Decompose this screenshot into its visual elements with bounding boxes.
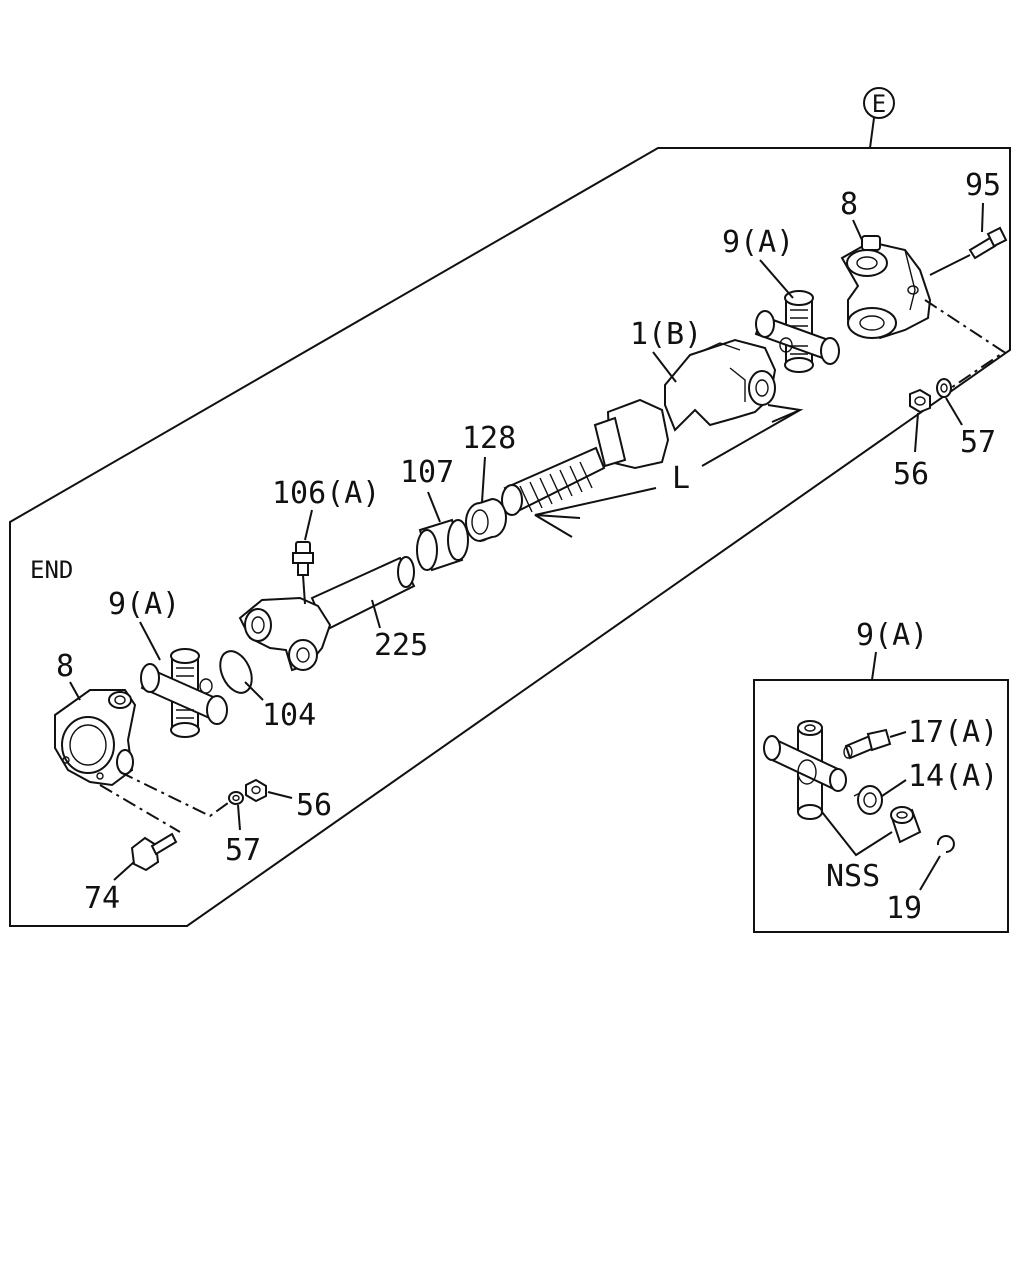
washer-57-right — [936, 378, 952, 398]
inset-cross-spider — [763, 720, 847, 820]
part-74-label: 74 — [84, 881, 120, 916]
part-14a-label: 14(A) — [908, 759, 998, 794]
bolt-74 — [130, 832, 178, 872]
dimension-l-label: L — [672, 461, 690, 496]
universal-joint-right — [754, 290, 840, 373]
inset-title-label: 9(A) — [856, 618, 928, 653]
part-1b-label: 1(B) — [630, 317, 702, 352]
assembly-frame — [9, 147, 1011, 927]
part-106a-label: 106(A) — [272, 476, 380, 511]
snap-ring-19 — [936, 835, 955, 853]
oring-104 — [219, 650, 253, 694]
part-104-label: 104 — [262, 698, 316, 733]
part-8-left-label: 8 — [56, 649, 74, 684]
universal-joint-left — [140, 648, 228, 738]
length-dimension — [534, 404, 804, 538]
bolt-95 — [968, 226, 1008, 260]
part-107-label: 107 — [400, 455, 454, 490]
part-57-left-label: 57 — [225, 833, 261, 868]
seal-14a — [853, 785, 883, 815]
inset-frame — [753, 679, 1009, 933]
slip-yoke-1b — [664, 338, 777, 432]
grease-fitting-17a — [843, 728, 892, 760]
part-9a-right-label: 9(A) — [722, 225, 794, 260]
nss-label: NSS — [826, 859, 880, 894]
part-95-label: 95 — [965, 168, 1001, 203]
grease-fitting-106a — [292, 541, 314, 576]
part-8-right-label: 8 — [840, 187, 858, 222]
splined-shaft — [501, 398, 670, 516]
part-128-label: 128 — [462, 421, 516, 456]
bearing-cup — [890, 806, 922, 844]
part-19-label: 19 — [886, 891, 922, 926]
tube-yoke-left — [238, 596, 332, 672]
seal-128 — [465, 497, 507, 542]
part-56-right-label: 56 — [893, 457, 929, 492]
section-ref-callout: E — [863, 87, 895, 149]
part-17a-label: 17(A) — [908, 715, 998, 750]
part-57-right-label: 57 — [960, 425, 996, 460]
flange-yoke-left — [54, 689, 137, 787]
part-225-label: 225 — [374, 628, 428, 663]
nut-56-right — [909, 388, 931, 414]
sleeve-107 — [416, 518, 469, 572]
section-ref-label: E — [872, 90, 886, 118]
part-56-left-label: 56 — [296, 788, 332, 823]
washer-57-left — [228, 791, 244, 805]
end-label: END — [30, 556, 73, 584]
nut-56-left — [245, 778, 267, 803]
part-9a-left-label: 9(A) — [108, 587, 180, 622]
flange-yoke-right — [840, 235, 932, 340]
